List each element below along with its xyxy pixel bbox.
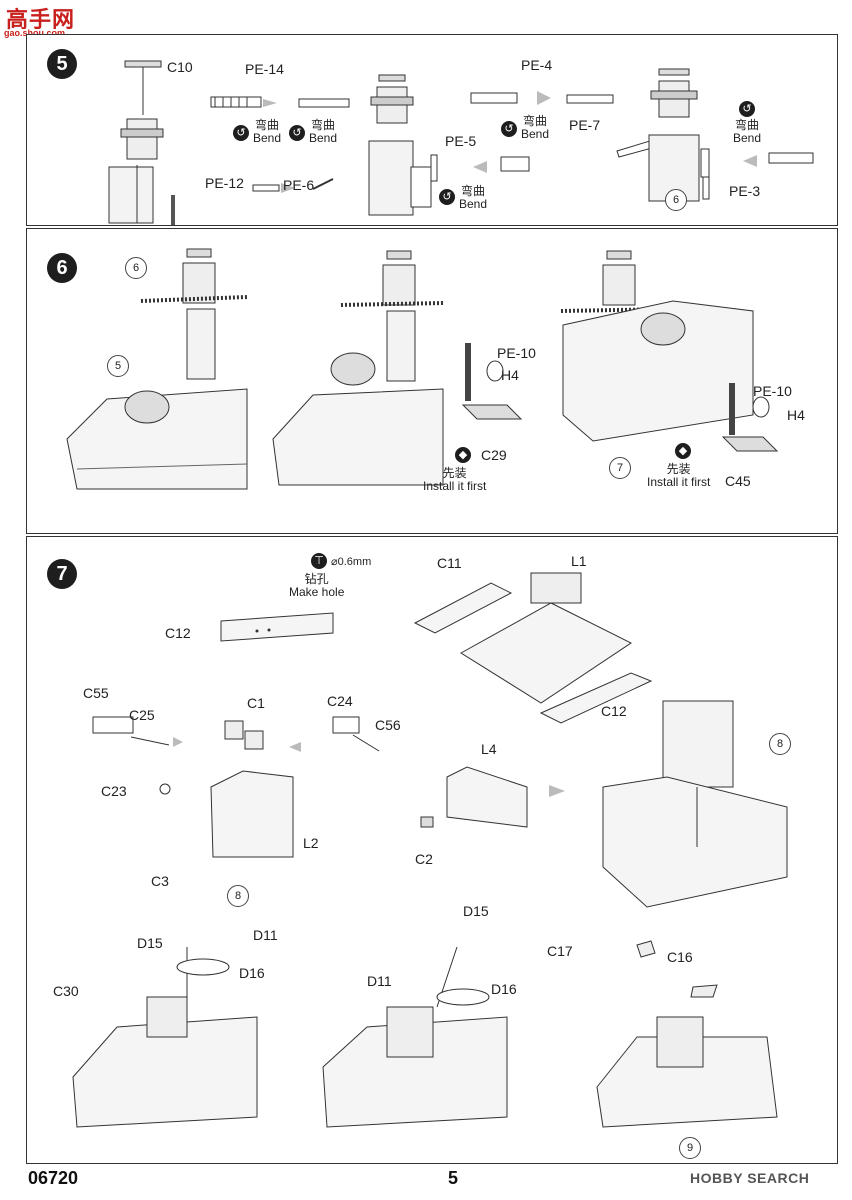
bend-icon: ↺: [289, 125, 305, 141]
label-c25: C25: [129, 707, 155, 723]
product-code: 06720: [28, 1168, 79, 1188]
ship-drawing-1: [66, 248, 248, 490]
label-pe10: PE-10: [753, 383, 792, 399]
label-d11: D11: [253, 927, 278, 943]
ref-step-8: 8: [227, 885, 249, 907]
watermark-logo: 高手网: [6, 7, 76, 32]
label-pe10: PE-10: [497, 345, 536, 361]
ref-step-6: 6: [665, 189, 687, 211]
label-d16: D16: [239, 965, 265, 981]
pe14-parts: [210, 96, 350, 193]
label-c55: C55: [83, 685, 109, 701]
page-number: 5: [448, 1168, 459, 1188]
label-l2: L2: [303, 835, 319, 851]
bend-icon: ↺: [233, 125, 249, 141]
mast-drawing-2: [368, 74, 432, 216]
label-c12: C12: [601, 703, 627, 719]
label-c1: C1: [247, 695, 265, 711]
label-l1: L1: [571, 553, 587, 569]
label-c17: C17: [547, 943, 573, 959]
step-number: 5: [47, 49, 77, 79]
bottom-assembly-1: [72, 947, 258, 1128]
label-pe7: PE-7: [569, 117, 601, 133]
watermark-url: gao.shou.com: [4, 28, 66, 38]
label-h4: H4: [787, 407, 805, 423]
mast-insert-parts-2: [721, 383, 779, 452]
bend-icon: ↺: [439, 189, 455, 205]
ship-drawing-3: [560, 250, 754, 442]
ref-step-8: 8: [769, 733, 791, 755]
label-c3: C3: [151, 873, 169, 889]
mast-drawing-1: [108, 60, 175, 225]
label-c45: C45: [725, 473, 751, 489]
bend-icon: ↺: [501, 121, 517, 137]
bend-icon: ↺: [739, 101, 755, 117]
pe3-parts: [700, 148, 814, 178]
label-c10: C10: [167, 59, 193, 75]
label-d11: D11: [367, 973, 392, 989]
label-c24: C24: [327, 693, 353, 709]
mast-insert-parts-1: [461, 343, 523, 420]
label-c29: C29: [481, 447, 507, 463]
drill-icon: ⊤: [311, 553, 327, 569]
label-pe6: PE-6: [283, 177, 315, 193]
step-number: 7: [47, 559, 77, 589]
ref-step-6: 6: [125, 257, 147, 279]
bottom-assembly-2: [322, 946, 508, 1128]
step-number: 6: [47, 253, 77, 283]
bottom-assembly-3: [596, 940, 778, 1128]
pe5-parts: [430, 154, 530, 182]
part-l4-block: [420, 766, 528, 828]
part-c12-plate: [220, 612, 334, 642]
install-first-icon: ◆: [675, 443, 691, 459]
ref-step-7: 7: [609, 457, 631, 479]
label-h4: H4: [501, 367, 519, 383]
label-c30: C30: [53, 983, 79, 999]
funnel-l2-assembly: [92, 716, 380, 858]
label-d15: D15: [463, 903, 489, 919]
label-l4: L4: [481, 741, 497, 757]
label-pe5: PE-5: [445, 133, 477, 149]
label-d16: D16: [491, 981, 517, 997]
brand-watermark: HOBBY SEARCH: [690, 1170, 810, 1186]
label-pe12: PE-12: [205, 175, 244, 191]
hull-assembly-right: [602, 700, 788, 908]
ship-drawing-2: [272, 250, 444, 486]
label-c23: C23: [101, 783, 127, 799]
install-first-icon: ◆: [455, 447, 471, 463]
assembly-arrow: [549, 785, 565, 797]
label-pe4: PE-4: [521, 57, 553, 73]
label-c2: C2: [415, 851, 433, 867]
label-c56: C56: [375, 717, 401, 733]
label-c11: C11: [437, 555, 462, 571]
ref-step-5: 5: [107, 355, 129, 377]
label-pe14: PE-14: [245, 61, 284, 77]
deck-assembly: [413, 572, 653, 724]
label-d15: D15: [137, 935, 163, 951]
drill-size: ⌀0.6mm: [331, 556, 372, 568]
label-c12: C12: [165, 625, 191, 641]
label-pe3: PE-3: [729, 183, 761, 199]
ref-step-9: 9: [679, 1137, 701, 1159]
mast-drawing-3: [648, 68, 710, 202]
label-c16: C16: [667, 949, 693, 965]
